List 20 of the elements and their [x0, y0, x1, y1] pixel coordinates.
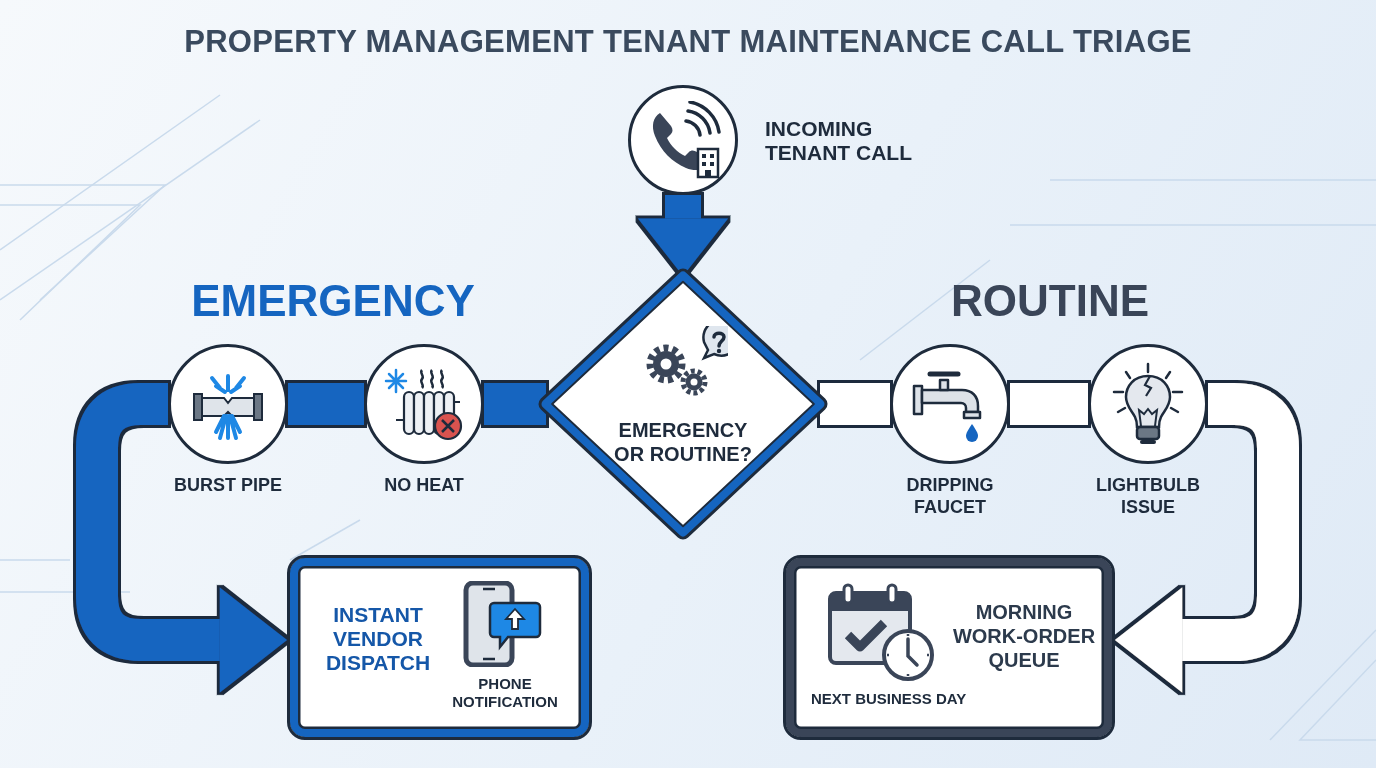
branch-heading: EMERGENCY	[190, 276, 476, 326]
flow-arrow	[76, 383, 287, 693]
decision-label: EMERGENCY OR ROUTINE?	[613, 418, 753, 466]
timing-note: NEXT BUSINESS DAY	[811, 690, 968, 708]
node-label: DRIPPING FAUCET	[905, 474, 995, 518]
action-title: INSTANT VENDOR DISPATCH	[324, 603, 432, 675]
icon-caption: PHONE NOTIFICATION	[451, 675, 559, 711]
action-card	[287, 555, 592, 740]
flow-band	[288, 383, 364, 425]
node-label: INCOMING TENANT CALL	[765, 117, 913, 165]
branch-heading: ROUTINE	[950, 276, 1150, 326]
node-label: LIGHTBULB ISSUE	[1095, 474, 1201, 518]
node-label: NO HEAT	[383, 474, 465, 496]
action-card	[783, 555, 1115, 740]
flow-band	[484, 383, 546, 425]
flow-band	[1010, 383, 1088, 425]
diagram-title: PROPERTY MANAGEMENT TENANT MAINTENANCE CALL TRIAGE	[183, 24, 1193, 60]
flow-band	[820, 383, 890, 425]
action-title: MORNING WORK-ORDER QUEUE	[951, 600, 1097, 672]
node-label: BURST PIPE	[173, 474, 283, 496]
